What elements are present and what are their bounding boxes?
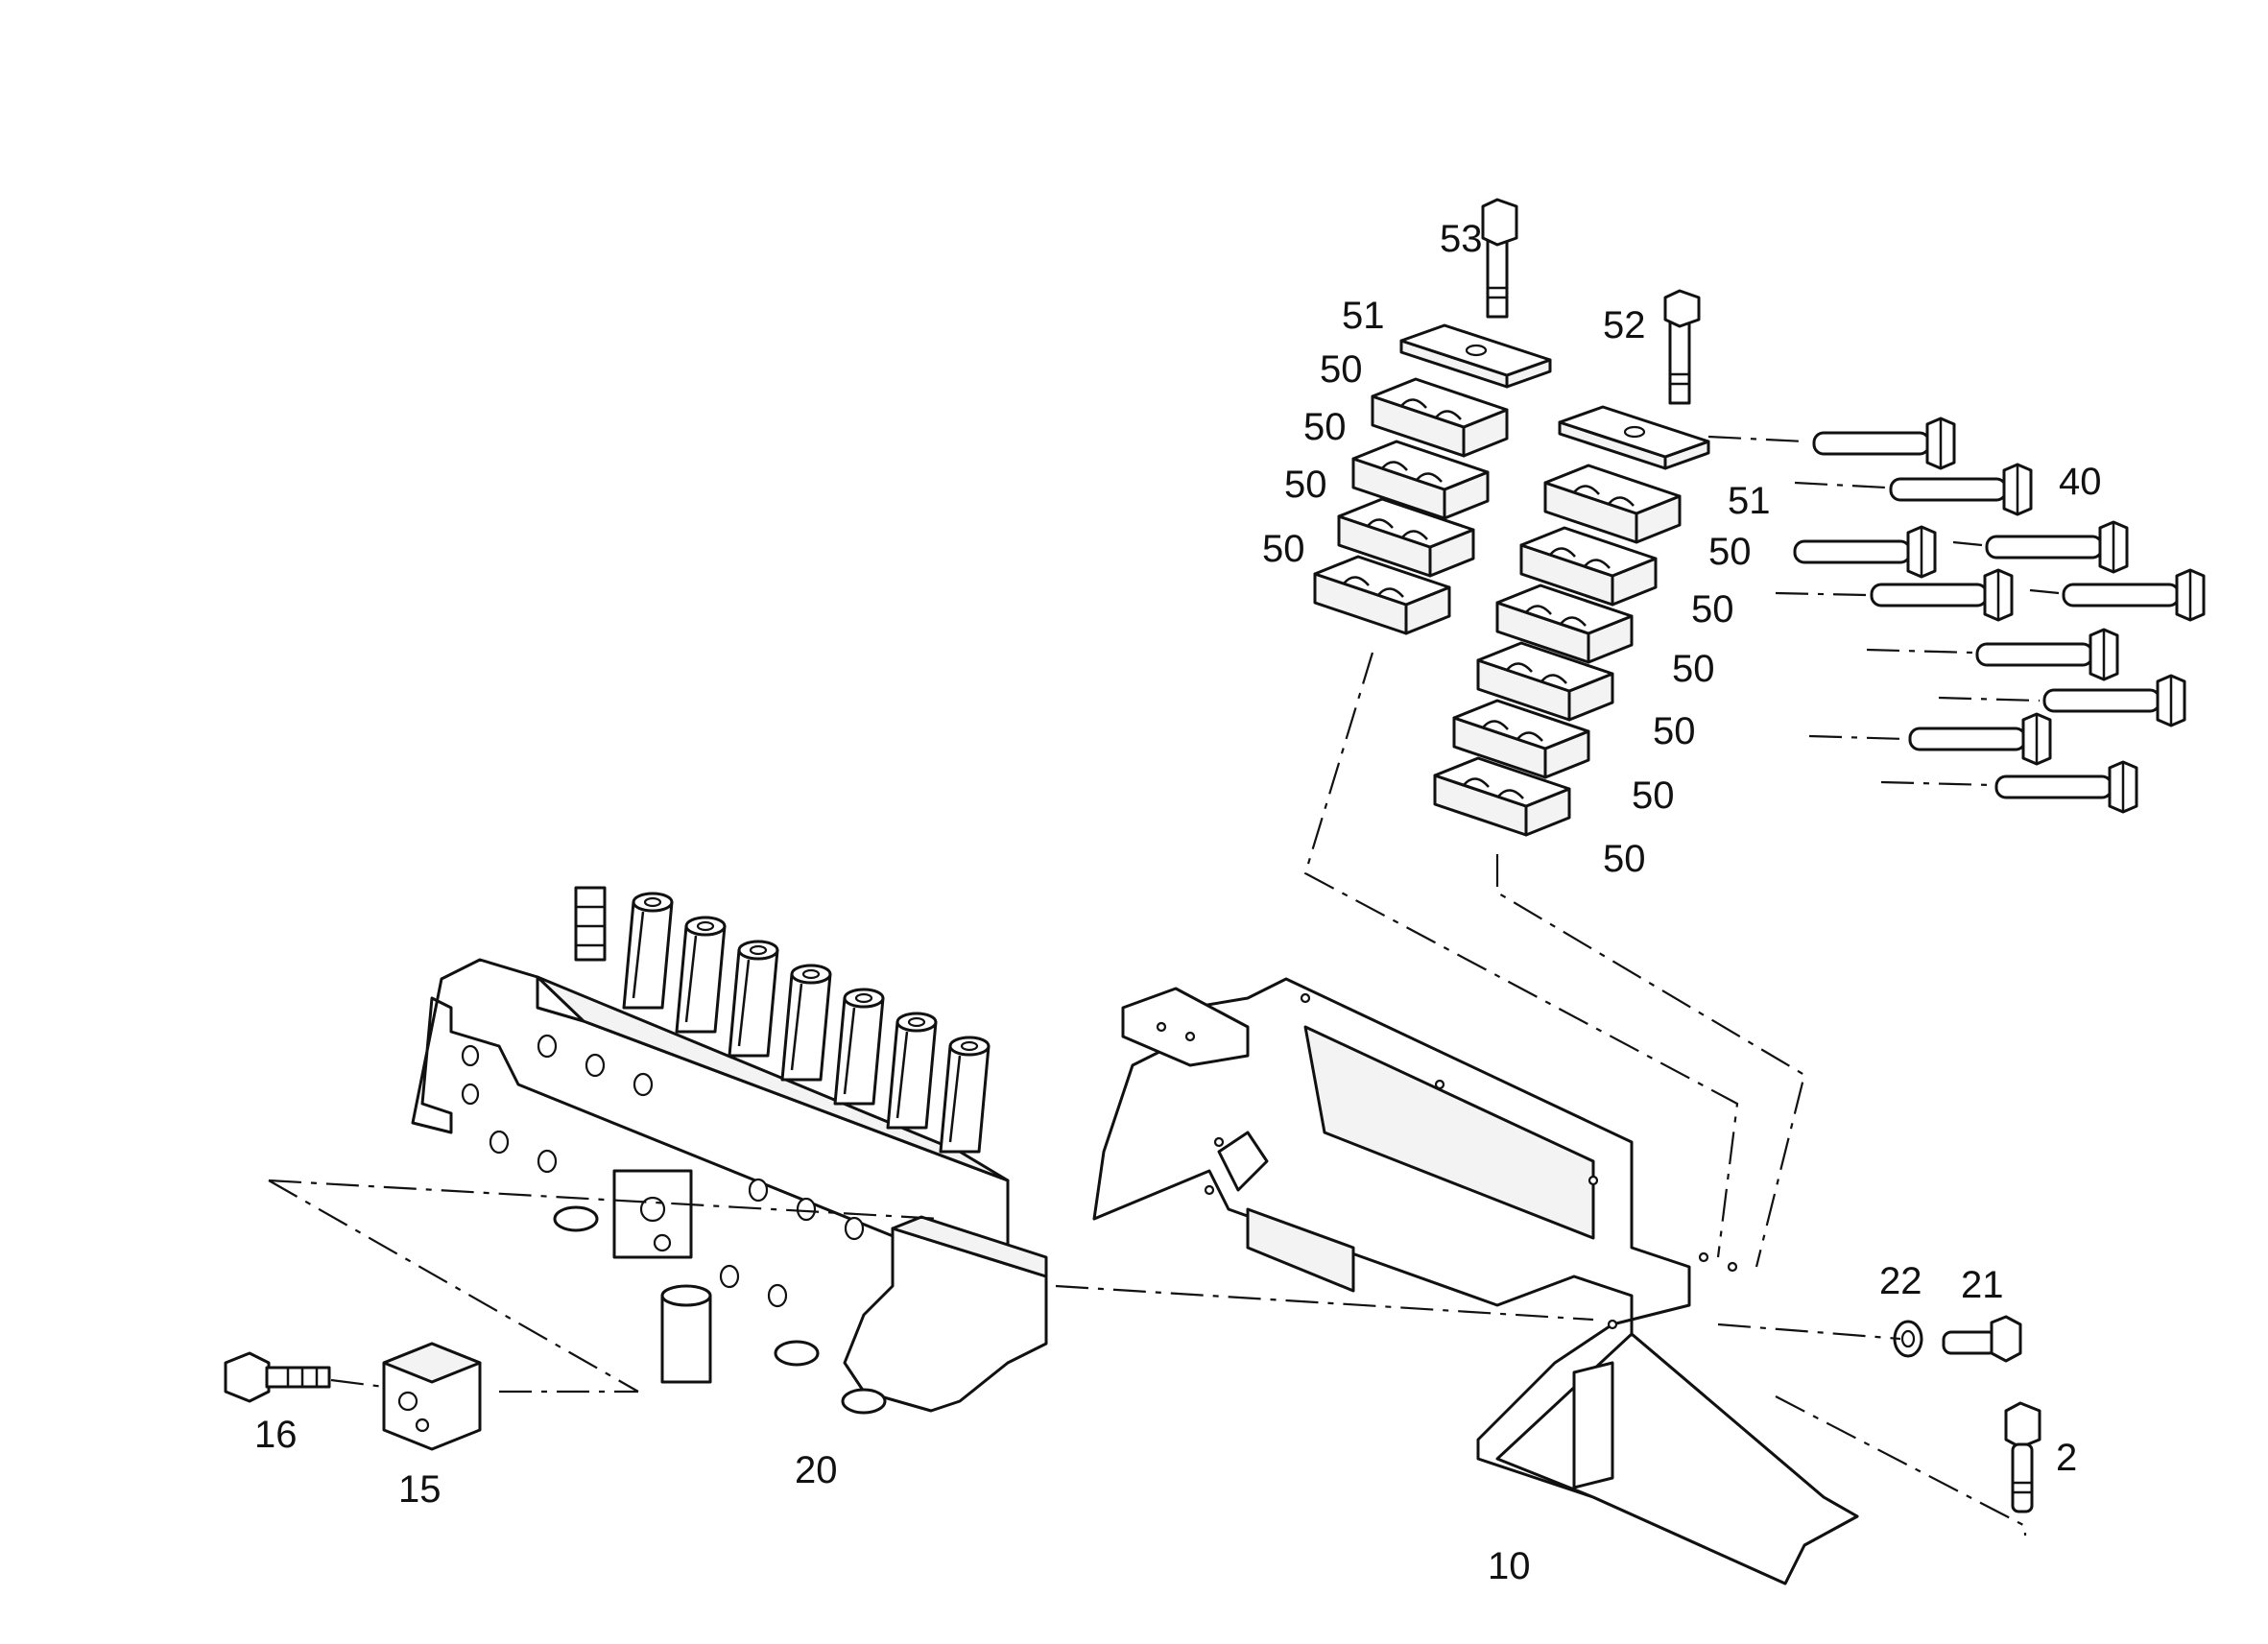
mounting-frame — [1092, 977, 1859, 1585]
label-51-left: 51 — [1342, 295, 1385, 337]
label-50-right-6: 50 — [1603, 838, 1646, 880]
label-22: 22 — [1879, 1260, 1922, 1302]
label-52: 52 — [1603, 304, 1646, 346]
label-50-right-4: 50 — [1653, 710, 1696, 752]
part-labels: 53 52 51 50 50 50 50 51 40 50 50 50 50 5… — [254, 218, 2102, 1587]
label-50-right-3: 50 — [1672, 648, 1715, 690]
bolt-21 — [1942, 1315, 2022, 1363]
label-50-left-4: 50 — [1262, 528, 1305, 570]
control-valve-assembly — [411, 886, 1048, 1415]
label-50-right-1: 50 — [1708, 531, 1752, 573]
label-40: 40 — [2059, 461, 2102, 503]
label-21: 21 — [1961, 1264, 2004, 1306]
label-50-left-1: 50 — [1320, 348, 1363, 391]
label-15: 15 — [398, 1468, 442, 1511]
clamp-stack-left — [1313, 198, 1552, 635]
clamp-stack-right — [1433, 289, 1710, 837]
bolt-2 — [2004, 1401, 2041, 1513]
label-10: 10 — [1488, 1545, 1531, 1587]
bolt-set-40 — [1793, 417, 2206, 814]
label-20: 20 — [795, 1449, 838, 1491]
label-53: 53 — [1440, 218, 1483, 260]
label-50-left-2: 50 — [1303, 406, 1347, 448]
label-50-left-3: 50 — [1284, 464, 1327, 506]
assembly-lines — [268, 435, 2060, 1536]
label-50-right-5: 50 — [1632, 774, 1675, 817]
washer-22 — [1893, 1320, 1923, 1358]
spacer-block — [382, 1342, 482, 1451]
label-16: 16 — [254, 1414, 298, 1456]
label-50-right-2: 50 — [1691, 588, 1734, 631]
hex-bolt-16 — [224, 1351, 331, 1403]
label-2: 2 — [2056, 1437, 2077, 1479]
label-51-right: 51 — [1728, 480, 1771, 522]
